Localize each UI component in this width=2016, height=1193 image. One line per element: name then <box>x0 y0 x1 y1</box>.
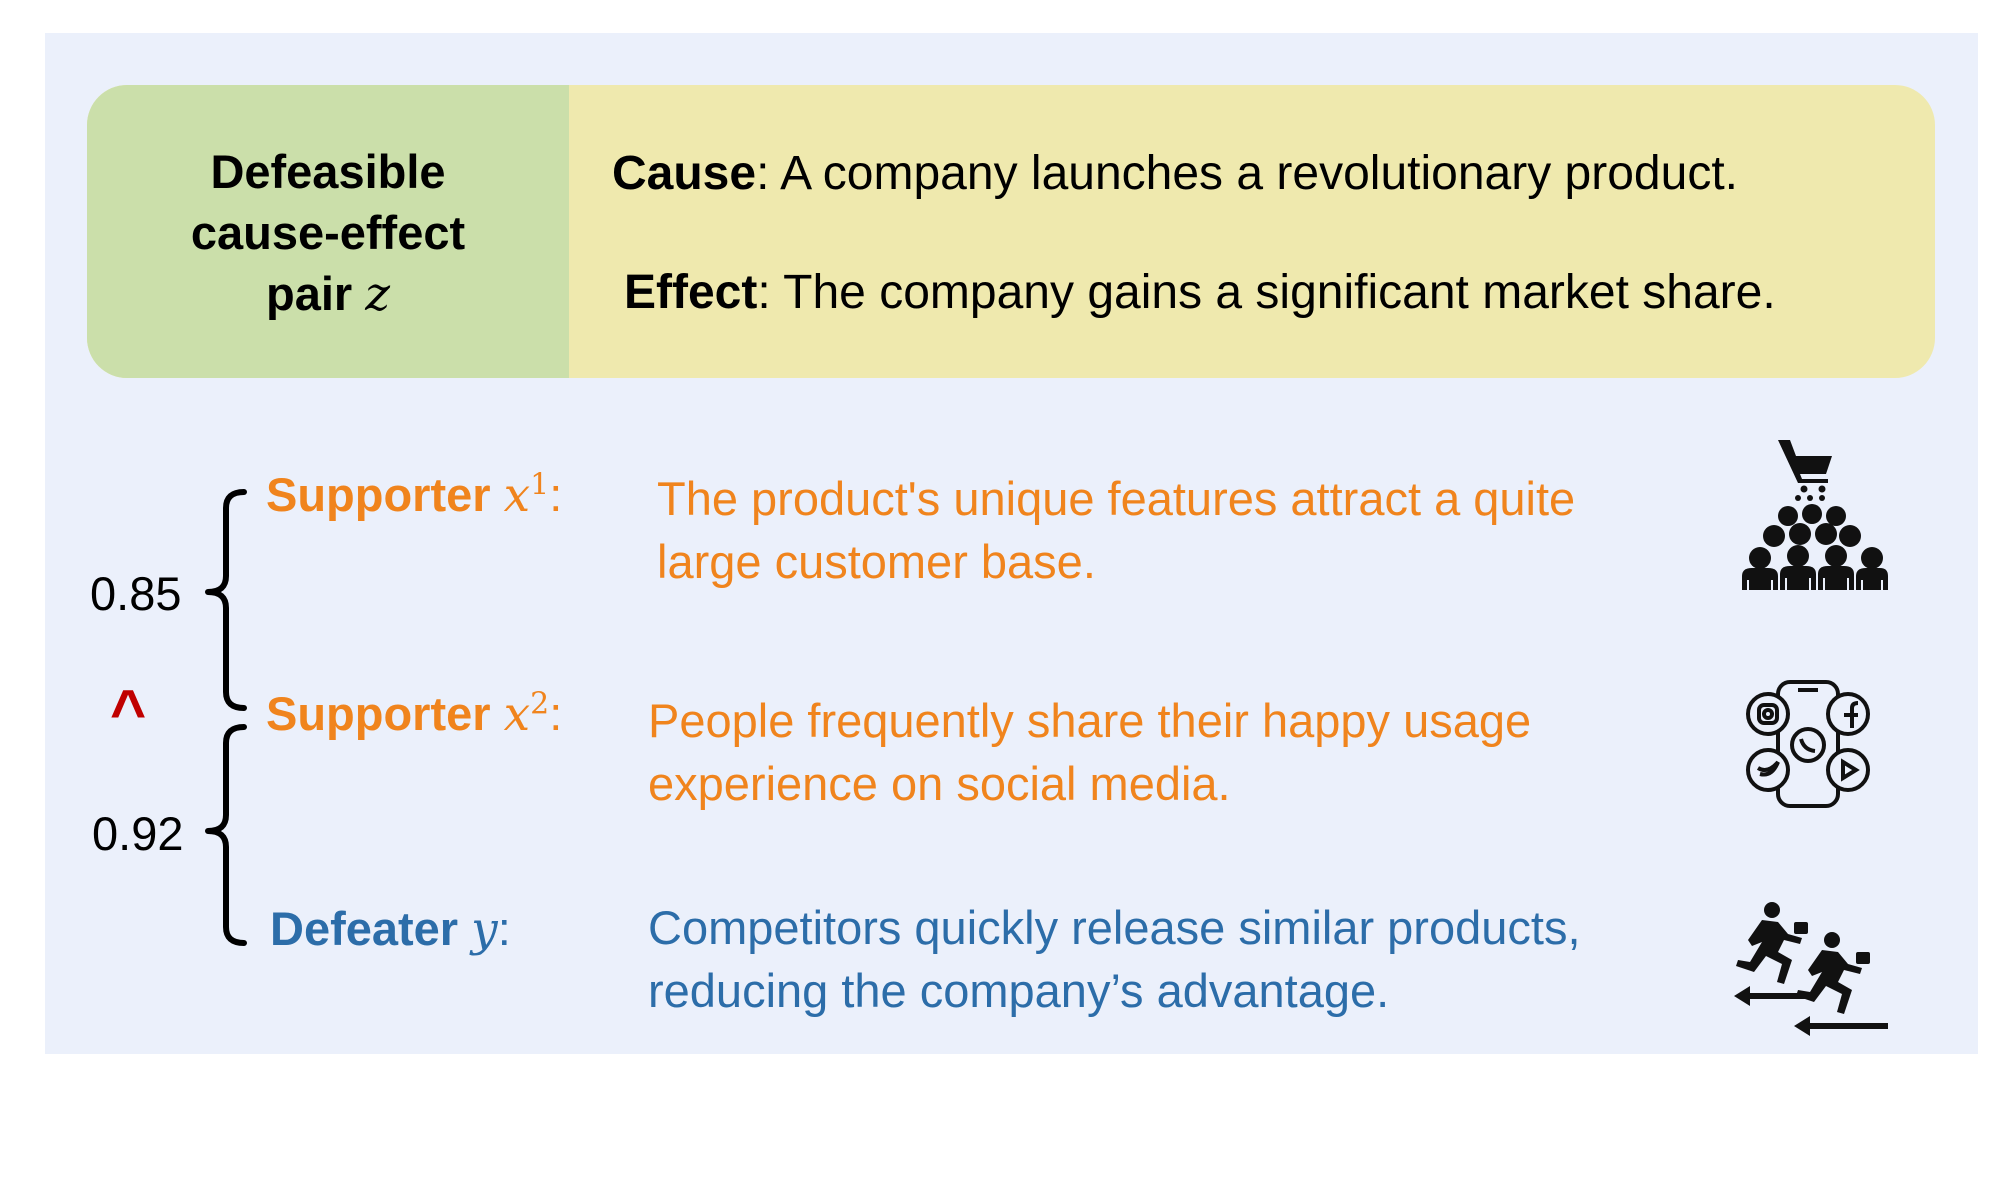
role-variable: x <box>503 468 531 523</box>
cause-effect-box: Defeasible cause-effect pair z <box>87 85 1935 378</box>
role-name: Defeater <box>270 902 459 955</box>
text-line: large customer base. <box>657 535 1096 588</box>
pair-variable: z <box>365 267 391 322</box>
effect-text: : The company gains a significant market… <box>757 266 1776 319</box>
text-line: People frequently share their happy usag… <box>648 694 1532 747</box>
text-line: The product's unique features attract a … <box>657 472 1576 525</box>
role-variable: y <box>471 902 498 957</box>
text-line: experience on social media. <box>648 757 1231 810</box>
text-line: Competitors quickly release similar prod… <box>648 901 1581 954</box>
role-colon: : <box>549 687 563 740</box>
pair-label: Defeasible cause-effect pair z <box>87 141 569 325</box>
bottom-brace <box>205 724 247 946</box>
and-symbol: ^ <box>110 678 147 747</box>
role-superscript: 2 <box>530 686 550 722</box>
competitors-running-icon <box>1734 902 1888 1036</box>
role-name: Supporter <box>266 468 491 521</box>
pair-label-cell: Defeasible cause-effect pair z <box>87 85 569 378</box>
cause-line: Cause: A company launches a revolutionar… <box>612 146 1738 201</box>
supporter-2-text: People frequently share their happy usag… <box>648 689 1531 815</box>
role-superscript: 1 <box>530 467 550 503</box>
role-name: Supporter <box>266 687 491 740</box>
score-bottom: 0.92 <box>92 807 184 860</box>
shopping-cart-crowd-icon <box>1742 440 1888 590</box>
text-line: reducing the company’s advantage. <box>648 964 1390 1017</box>
score-top: 0.85 <box>90 567 182 620</box>
supporter-2-label: Supporter x2: <box>266 686 562 742</box>
social-media-phone-icon <box>1746 680 1870 808</box>
pair-word: pair <box>265 267 353 320</box>
top-brace <box>205 489 247 711</box>
pair-label-line1: Defeasible <box>210 145 446 198</box>
role-colon: : <box>497 902 511 955</box>
cause-label: Cause <box>612 147 757 200</box>
supporter-1-text: The product's unique features attract a … <box>657 467 1575 593</box>
role-variable: x <box>503 687 531 742</box>
effect-line: Effect: The company gains a significant … <box>624 265 1776 320</box>
defeater-label: Defeater y: <box>270 901 511 957</box>
cause-text: : A company launches a revolutionary pro… <box>756 147 1738 200</box>
defeater-text: Competitors quickly release similar prod… <box>648 896 1581 1022</box>
pair-label-line3: pair z <box>87 263 569 325</box>
supporter-1-label: Supporter x1: <box>266 467 562 523</box>
pair-label-line2: cause-effect <box>190 206 466 259</box>
effect-label: Effect <box>624 266 758 319</box>
role-colon: : <box>549 468 563 521</box>
